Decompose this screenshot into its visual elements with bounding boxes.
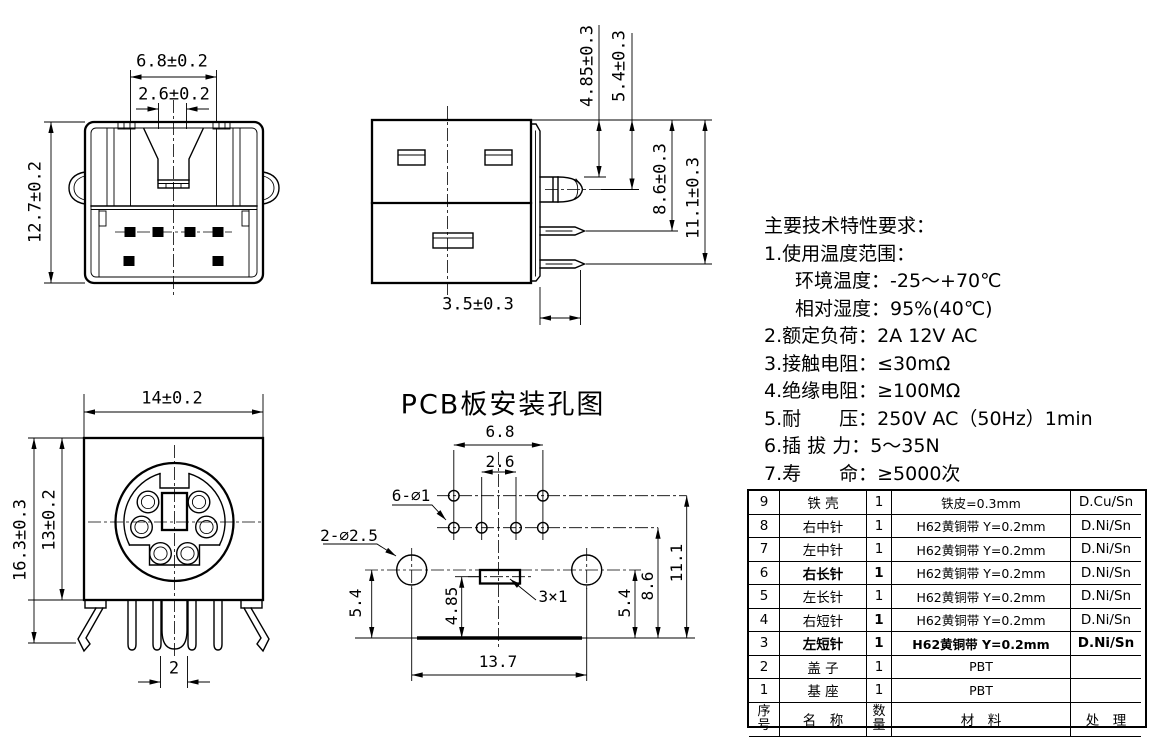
bom-cell-no: 7 bbox=[749, 538, 780, 562]
side-view-geometry bbox=[370, 25, 712, 325]
bom-cell-no: 2 bbox=[749, 655, 780, 679]
tech-line: 1.使用温度范围： bbox=[764, 242, 916, 265]
bom-header-name: 名 称 bbox=[780, 702, 867, 737]
bom-cell-no: 6 bbox=[749, 561, 780, 585]
bom-cell-name: 基 座 bbox=[780, 679, 867, 703]
bom-cell-name: 右短针 bbox=[780, 608, 867, 632]
bom-cell-name: 盖 子 bbox=[780, 655, 867, 679]
bom-header-material: 材 料 bbox=[892, 702, 1071, 737]
bom-cell-no: 5 bbox=[749, 585, 780, 609]
bom-cell-material: H62黄铜带 Y=0.2mm bbox=[892, 585, 1071, 609]
bom-cell-no: 9 bbox=[749, 491, 780, 515]
bom-cell-finish: D.Ni/Sn bbox=[1071, 562, 1141, 585]
dim-pcb-485: 4.85 bbox=[442, 586, 461, 626]
bom-cell-finish bbox=[1071, 656, 1141, 679]
dim-pcb-137: 13.7 bbox=[478, 652, 518, 671]
dim-pcb-hole-span: 6.8 bbox=[485, 422, 515, 441]
tech-line: 2.额定负荷：2A 12V AC bbox=[764, 325, 978, 347]
bom-cell-qty: 1 bbox=[867, 608, 892, 632]
dim-rear-width-inner: 2.6±0.2 bbox=[138, 84, 210, 105]
dim-rear-width-top: 6.8±0.2 bbox=[136, 51, 208, 72]
tech-line: 相对湿度：95%(40℃) bbox=[795, 297, 993, 320]
bom-header-no: 序号 bbox=[749, 702, 780, 737]
bom-cell-qty: 1 bbox=[867, 585, 892, 609]
bom-cell-material: H62黄铜带 Y=0.2mm bbox=[892, 514, 1071, 538]
bom-cell-qty: 1 bbox=[867, 655, 892, 679]
dim-front-height-body: 13±0.2 bbox=[39, 489, 60, 551]
tech-line: 主要技术特性要求： bbox=[764, 215, 936, 237]
bom-cell-name: 右中针 bbox=[780, 514, 867, 538]
pcb-hole-pattern-geometry bbox=[323, 442, 695, 681]
bom-cell-qty: 1 bbox=[867, 538, 892, 562]
dim-pcb-hole-inner: 2.6 bbox=[485, 452, 515, 471]
dim-side-pin-center: 5.4±0.3 bbox=[609, 30, 630, 102]
tech-line: 7.寿 命：≥5000次 bbox=[764, 462, 961, 485]
dim-side-pin-row1: 8.6±0.3 bbox=[650, 143, 671, 215]
bom-cell-material: H62黄铜带 Y=0.2mm bbox=[892, 538, 1071, 562]
dim-side-pin-offset: 4.85±0.3 bbox=[577, 25, 598, 107]
bom-cell-finish: D.Ni/Sn bbox=[1071, 515, 1141, 538]
dim-pcb-left-54: 5.4 bbox=[346, 588, 365, 618]
bom-cell-finish: D.Ni/Sn bbox=[1071, 609, 1141, 632]
bom-cell-finish bbox=[1071, 679, 1141, 703]
bom-cell-finish: D.Cu/Sn bbox=[1071, 491, 1141, 515]
bom-cell-name: 左短针 bbox=[780, 632, 867, 656]
label-pcb-slot: 3×1 bbox=[538, 587, 568, 606]
bom-cell-name: 左中针 bbox=[780, 538, 867, 562]
bom-cell-no: 4 bbox=[749, 608, 780, 632]
tech-line: 环境温度：-25～+70℃ bbox=[795, 270, 1002, 292]
dim-front-width: 14±0.2 bbox=[141, 388, 203, 409]
bom-cell-material: H62黄铜带 Y=0.2mm bbox=[892, 608, 1071, 632]
bom-header-qty: 数量 bbox=[867, 702, 892, 737]
bom-cell-name: 左长针 bbox=[780, 585, 867, 609]
bom-cell-material: H62黄铜带 Y=0.2mm bbox=[892, 632, 1071, 656]
dim-front-height-full: 16.3±0.3 bbox=[10, 499, 31, 581]
dim-rear-height: 12.7±0.2 bbox=[25, 161, 46, 243]
rear-view-geometry bbox=[44, 70, 280, 297]
dim-side-pin-row2: 11.1±0.3 bbox=[683, 157, 704, 239]
bom-cell-name: 右长针 bbox=[780, 561, 867, 585]
bom-cell-finish: D.Ni/Sn bbox=[1071, 585, 1141, 609]
bom-cell-name: 铁 壳 bbox=[780, 491, 867, 515]
bom-header-finish: 处 理 bbox=[1071, 703, 1141, 737]
dim-front-pin-pitch: 2 bbox=[168, 658, 180, 679]
bom-cell-material: PBT bbox=[892, 655, 1071, 679]
bom-cell-qty: 1 bbox=[867, 514, 892, 538]
bom-cell-no: 8 bbox=[749, 514, 780, 538]
bom-cell-finish: D.Ni/Sn bbox=[1071, 632, 1141, 656]
bom-cell-material: H62黄铜带 Y=0.2mm bbox=[892, 561, 1071, 585]
dim-pcb-86: 8.6 bbox=[638, 571, 657, 601]
label-pcb-small-holes: 6-⌀1 bbox=[391, 486, 431, 505]
bom-cell-qty: 1 bbox=[867, 632, 892, 656]
bom-cell-no: 1 bbox=[749, 679, 780, 703]
front-view-geometry bbox=[28, 394, 270, 688]
pcb-view-title: PCB板安装孔图 bbox=[400, 389, 606, 421]
tech-line: 4.绝缘电阻：≥100MΩ bbox=[764, 380, 961, 402]
bom-cell-qty: 1 bbox=[867, 491, 892, 515]
technical-requirements: 主要技术特性要求： 1.使用温度范围： 环境温度：-25～+70℃ 相对湿度：9… bbox=[764, 213, 1093, 488]
dim-pcb-right-54: 5.4 bbox=[615, 588, 634, 618]
bom-table: 9 铁 壳 1 铁皮=0.3mm D.Cu/Sn 8 右中针 1 H62黄铜带 … bbox=[747, 489, 1147, 737]
label-pcb-big-holes: 2-⌀2.5 bbox=[320, 526, 378, 545]
bom-cell-material: PBT bbox=[892, 679, 1071, 703]
bom-cell-finish: D.Ni/Sn bbox=[1071, 538, 1141, 562]
dim-pcb-111: 11.1 bbox=[667, 543, 686, 583]
bom-cell-material: 铁皮=0.3mm bbox=[892, 491, 1071, 515]
bom-cell-no: 3 bbox=[749, 632, 780, 656]
bom-cell-qty: 1 bbox=[867, 561, 892, 585]
tech-line: 3.接触电阻：≤30mΩ bbox=[764, 352, 951, 375]
tech-line: 5.耐 压：250V AC（50Hz）1min bbox=[764, 407, 1093, 430]
tech-line: 6.插 拔 力：5～35N bbox=[764, 435, 940, 457]
dim-side-pin-length: 3.5±0.3 bbox=[442, 294, 514, 315]
bom-cell-qty: 1 bbox=[867, 679, 892, 703]
